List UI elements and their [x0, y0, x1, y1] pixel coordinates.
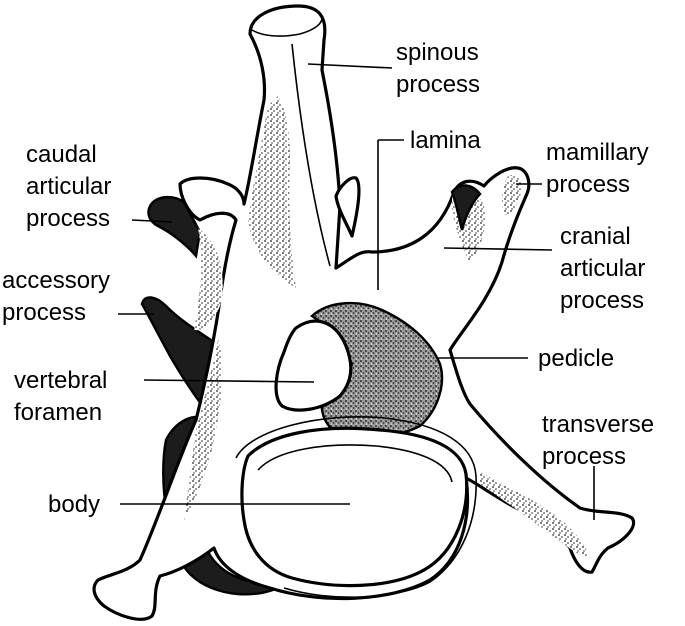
label-foramen-line1: vertebral [14, 367, 107, 394]
spinous-tip [251, 17, 323, 37]
label-lamina: lamina [410, 127, 481, 154]
label-transverse-line1: transverse [542, 411, 654, 438]
label-mamillary-line2: process [546, 171, 630, 198]
leader-spinous [307, 63, 393, 69]
label-caudal-line2: articular [26, 173, 111, 200]
label-pedicle: pedicle [538, 345, 614, 372]
spinous-shading [248, 96, 296, 288]
label-accessory-line1: accessory [2, 267, 110, 294]
leader-lamina [377, 139, 404, 290]
label-cranial-line1: cranial [560, 223, 631, 250]
label-cranial-line2: articular [560, 255, 645, 282]
label-body: body [48, 491, 100, 518]
label-foramen-line2: foramen [14, 399, 102, 426]
label-spinous-line2: process [396, 71, 480, 98]
caudal-process-shadow [147, 195, 202, 259]
label-accessory-line2: process [2, 299, 86, 326]
body-side-shading [184, 340, 223, 520]
label-transverse-line2: process [542, 443, 626, 470]
transverse-shading [480, 472, 590, 558]
label-mamillary-line1: mamillary [546, 139, 649, 166]
vertebral-body-face [240, 426, 469, 588]
label-caudal-line3: process [26, 205, 110, 232]
small-dorsal-process [334, 176, 361, 238]
spinous-ridge [291, 43, 331, 267]
leader-cranial [443, 247, 553, 251]
label-spinous-line1: spinous [396, 39, 479, 66]
vertebral-body-rim [235, 416, 477, 598]
caudal-articular-shading [194, 228, 223, 331]
vertebral-body-inner [257, 444, 453, 483]
leader-foramen [143, 379, 315, 383]
label-cranial-line3: process [560, 287, 644, 314]
vertebral-foramen [274, 319, 353, 412]
leader-caudal [131, 219, 173, 223]
label-caudal-line1: caudal [26, 141, 97, 168]
mamillary-shading [501, 174, 523, 215]
cranial-dark-edge [450, 184, 482, 231]
